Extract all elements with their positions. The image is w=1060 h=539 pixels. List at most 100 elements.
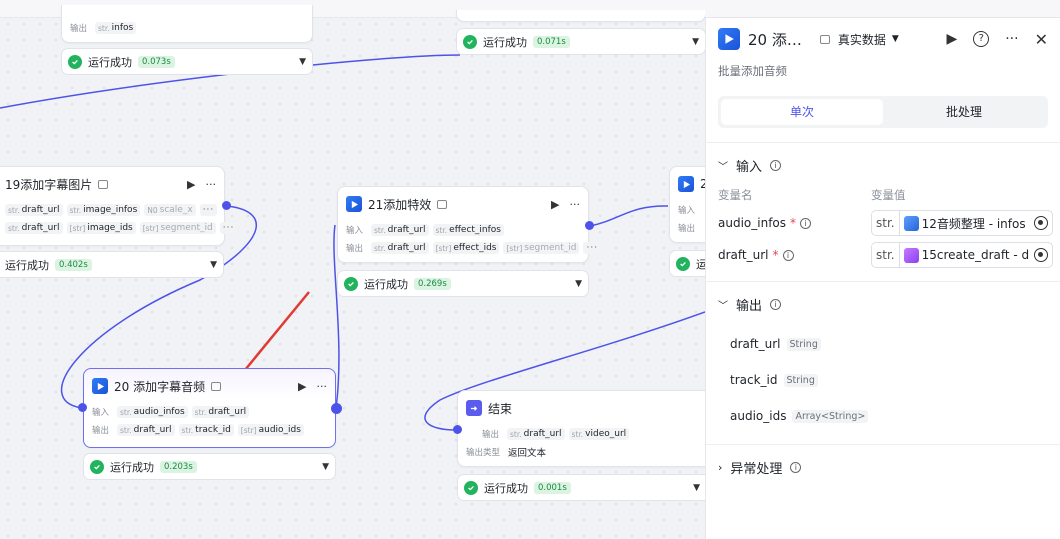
- panel-title: 20 添…: [748, 30, 802, 49]
- port-out[interactable]: [585, 221, 594, 230]
- data-mode-select[interactable]: 真实数据▼: [837, 32, 899, 47]
- reference-chip[interactable]: 12音频整理 - infos✕: [900, 215, 1030, 232]
- caret-down-icon: ▼: [891, 34, 899, 44]
- chevron-down-icon[interactable]: ▼: [299, 56, 306, 67]
- variable-pill: [str]effect_ids: [432, 242, 500, 254]
- run-icon[interactable]: ▶: [551, 197, 560, 211]
- port-out[interactable]: [222, 201, 231, 210]
- node-19-row-2: str.draft_url[str]image_ids[str]segment_…: [0, 219, 238, 237]
- variable-pill: str.draft_url: [371, 224, 429, 236]
- variable-pill: [str]segment_id: [139, 222, 216, 234]
- info-icon: i: [782, 249, 794, 261]
- input-section: ﹀ 输入 i 变量名 变量值 audio_infos*i str.12音频整理 …: [706, 142, 1060, 271]
- chevron-down-icon[interactable]: ▼: [575, 278, 582, 289]
- variable-pill: [str]segment_id: [503, 242, 580, 254]
- required-mark: *: [772, 248, 779, 262]
- status-bar-19[interactable]: 运行成功 0.402s ▼: [0, 251, 224, 278]
- run-icon[interactable]: ▶: [946, 31, 958, 47]
- status-bar-20[interactable]: 运行成功 0.203s ▼: [83, 453, 336, 480]
- plugin-icon: [92, 378, 108, 394]
- variable-value-field[interactable]: str.15create_draft - d✕: [871, 242, 1053, 268]
- node-top-middle[interactable]: [456, 10, 705, 22]
- port-in[interactable]: [453, 425, 462, 434]
- variable-pill: str.audio_infos: [117, 406, 188, 418]
- status-bar-right-partial[interactable]: 运: [669, 250, 705, 277]
- wire-19-to-20: [61, 205, 257, 409]
- chevron-down-icon[interactable]: ▼: [322, 461, 329, 472]
- variable-pill: str.draft_url: [5, 204, 63, 216]
- node-top-left[interactable]: 输出 str.infos: [61, 5, 313, 43]
- node-right-partial[interactable]: 2 输入 输出: [669, 166, 705, 243]
- reference-chip[interactable]: 15create_draft - d✕: [900, 247, 1030, 263]
- workflow-canvas[interactable]: 输出 str.infos 运行成功 0.073s ▼ 运行成功 0.071s ▼…: [0, 0, 705, 539]
- variable-pill: str.draft_url: [117, 424, 175, 436]
- variable-pill: str.draft_url: [191, 406, 250, 418]
- chevron-right-icon[interactable]: ›: [718, 460, 723, 474]
- tab-batch[interactable]: 批处理: [945, 105, 982, 119]
- port-in[interactable]: [78, 403, 87, 412]
- chevron-down-icon[interactable]: ▼: [693, 482, 700, 493]
- variable-pill: str.draft_url: [371, 242, 429, 254]
- status-bar-top-middle[interactable]: 运行成功 0.071s ▼: [456, 28, 705, 55]
- port-out[interactable]: [331, 403, 342, 414]
- info-icon: i: [770, 159, 782, 171]
- variable-pill: str.video_url: [568, 428, 630, 440]
- tab-single[interactable]: 单次: [721, 99, 883, 125]
- chevron-down-icon[interactable]: ▼: [692, 36, 699, 47]
- more-pills[interactable]: ···: [199, 204, 218, 216]
- info-icon: i: [800, 217, 812, 229]
- target-icon[interactable]: [1034, 248, 1048, 262]
- more-icon[interactable]: ···: [316, 379, 328, 393]
- panel-subtitle: 批量添加音频: [718, 64, 787, 78]
- more-icon[interactable]: ···: [205, 177, 217, 191]
- target-icon[interactable]: [1034, 216, 1048, 230]
- run-icon[interactable]: ▶: [187, 177, 196, 191]
- status-bar-end[interactable]: 运行成功 0.001s ▼: [457, 474, 705, 501]
- chevron-down-icon[interactable]: ﹀: [718, 161, 728, 173]
- more-pills[interactable]: ···: [219, 222, 238, 234]
- more-icon[interactable]: ···: [569, 197, 581, 211]
- success-icon: [344, 276, 358, 291]
- run-icon[interactable]: ▶: [298, 379, 307, 393]
- chevron-down-icon[interactable]: ﹀: [718, 300, 728, 312]
- input-variable-row: audio_infos*i str.12音频整理 - infos✕: [706, 207, 1060, 239]
- node-title: 20 添加字幕音频: [114, 379, 206, 394]
- node-config-panel: 20 添… 真实数据▼ ▶ ? ··· ✕ 批量添加音频 单次 批处理 ﹀ 输入…: [705, 18, 1060, 539]
- help-icon[interactable]: ?: [973, 31, 990, 47]
- chevron-down-icon[interactable]: ▼: [210, 259, 217, 270]
- node-ref-icon: [903, 247, 919, 263]
- variable-pill: str.effect_infos: [432, 224, 504, 236]
- more-icon[interactable]: ···: [1005, 31, 1019, 47]
- more-pills[interactable]: ···: [583, 242, 602, 254]
- plugin-icon: [346, 196, 362, 212]
- success-icon: [463, 34, 477, 49]
- end-icon: [466, 400, 482, 416]
- success-icon: [464, 480, 478, 495]
- status-bar-21[interactable]: 运行成功 0.269s ▼: [337, 270, 589, 297]
- close-icon[interactable]: ✕: [1034, 29, 1048, 49]
- plugin-icon: [678, 176, 694, 192]
- tag-icon: [819, 34, 830, 44]
- node-title: 21添加特效: [368, 197, 432, 212]
- variable-pill: [str]audio_ids: [237, 424, 304, 436]
- variable-pill: str.draft_url: [507, 428, 565, 440]
- variable-pill: str.draft_url: [5, 222, 63, 234]
- variable-value-field[interactable]: str.12音频整理 - infos✕: [871, 210, 1053, 236]
- success-icon: [90, 459, 104, 474]
- output-pill: str.infos: [95, 22, 137, 34]
- status-bar-top-left[interactable]: 运行成功 0.073s ▼: [61, 48, 313, 75]
- tag-icon: [211, 381, 222, 391]
